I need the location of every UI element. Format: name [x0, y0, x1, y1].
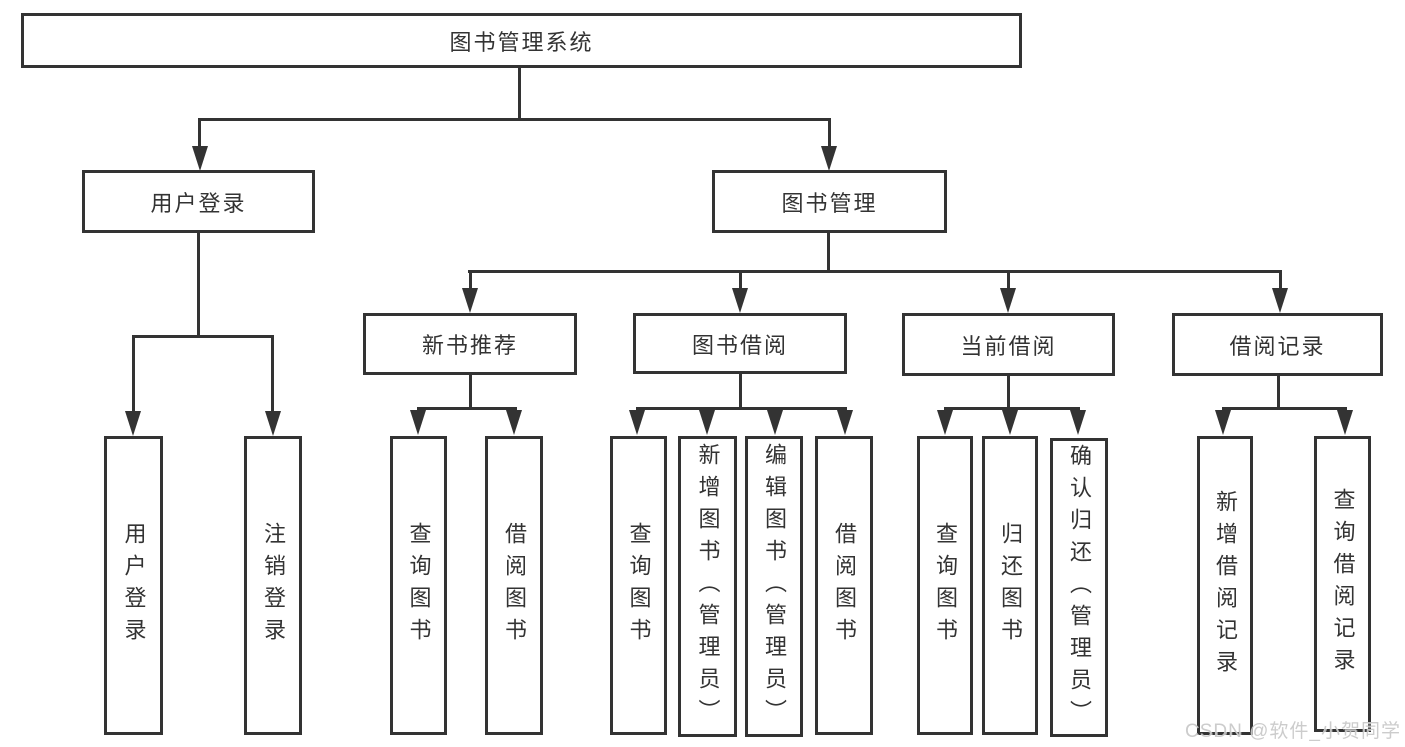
node-book-borrow-label: 图书借阅: [691, 332, 788, 358]
connector-book-stem-4: [1279, 270, 1282, 290]
node-root-label: 图书管理系统: [449, 29, 594, 55]
connector-book-stem-2: [739, 270, 742, 290]
connector-g3-vline: [739, 373, 742, 410]
leaf-query-borrow-record: 查询借阅记录: [1314, 436, 1371, 732]
node-current-borrow-label: 当前借阅: [960, 333, 1057, 359]
arrowhead-g3-1: [629, 410, 645, 435]
node-new-book-rec: 新书推荐: [363, 313, 577, 375]
arrowhead-g4-2: [1002, 410, 1018, 435]
leaf-query-book-current: 查询图书: [917, 436, 973, 735]
leaf-query-book-borrow-label: 查询图书: [626, 521, 652, 650]
leaf-confirm-return-admin: 确认归还（管理员）: [1050, 438, 1108, 737]
arrowhead-g3-3: [767, 410, 783, 435]
arrowhead-to-book-borrow: [732, 288, 748, 313]
connector-book-stem-1: [469, 270, 472, 290]
arrowhead-g3-2: [699, 410, 715, 435]
node-book-borrow: 图书借阅: [633, 313, 847, 374]
leaf-add-borrow-record: 新增借阅记录: [1197, 436, 1253, 735]
leaf-borrow-book: 借阅图书: [815, 436, 873, 735]
leaf-borrow-book-rec-label: 借阅图书: [502, 521, 527, 650]
arrowhead-to-leaf-logout: [265, 411, 281, 436]
connector-g5-vline: [1277, 375, 1280, 410]
connector-g2-hline: [417, 407, 517, 410]
connector-book-vline: [827, 231, 830, 272]
connector-user-vline: [197, 231, 200, 335]
leaf-add-book-admin-label: 新增图书（管理员）: [695, 442, 721, 731]
leaf-logout: 注销登录: [244, 436, 302, 735]
leaf-return-book: 归还图书: [982, 436, 1038, 735]
leaf-return-book-label: 归还图书: [998, 521, 1023, 650]
node-current-borrow: 当前借阅: [902, 313, 1115, 376]
connector-user-hline: [132, 335, 274, 338]
connector-root-vline: [518, 68, 521, 120]
leaf-edit-book-admin: 编辑图书（管理员）: [745, 436, 803, 737]
connector-g5-hline: [1222, 407, 1347, 410]
csdn-watermark: CSDN @软件_小贺同学: [1185, 721, 1401, 742]
leaf-borrow-book-rec: 借阅图书: [485, 436, 543, 735]
leaf-borrow-book-label: 借阅图书: [832, 521, 857, 650]
leaf-query-book-borrow: 查询图书: [610, 436, 667, 735]
arrowhead-g5-2: [1337, 410, 1353, 435]
leaf-query-borrow-record-label: 查询借阅记录: [1330, 488, 1356, 680]
node-root: 图书管理系统: [21, 13, 1022, 68]
arrowhead-g3-4: [837, 410, 853, 435]
connector-root-stem-right: [828, 118, 831, 150]
leaf-user-login: 用户登录: [104, 436, 163, 735]
leaf-edit-book-admin-label: 编辑图书（管理员）: [762, 442, 787, 731]
connector-user-stem-1: [132, 335, 135, 413]
node-new-book-rec-label: 新书推荐: [421, 333, 518, 358]
connector-g2-vline: [469, 374, 472, 410]
arrowhead-to-new-book-rec: [462, 288, 478, 313]
node-book-mgmt-label: 图书管理: [781, 190, 878, 216]
connector-g3-hline: [636, 407, 847, 410]
connector-user-stem-2: [271, 335, 274, 413]
arrowhead-g2-2: [506, 410, 522, 435]
leaf-query-book-current-label: 查询图书: [933, 521, 958, 650]
connector-book-hline: [468, 270, 1281, 273]
connector-book-stem-3: [1007, 270, 1010, 290]
arrowhead-to-current-borrow: [1000, 288, 1016, 313]
leaf-add-book-admin: 新增图书（管理员）: [678, 436, 737, 737]
connector-g4-hline: [944, 407, 1080, 410]
leaf-confirm-return-admin-label: 确认归还（管理员）: [1067, 443, 1092, 732]
arrowhead-to-borrow-records: [1272, 288, 1288, 313]
leaf-logout-label: 注销登录: [261, 521, 286, 650]
node-borrow-records-label: 借阅记录: [1229, 333, 1326, 359]
arrowhead-to-leaf-user-login: [125, 411, 141, 436]
connector-root-stem-left: [198, 118, 201, 150]
node-borrow-records: 借阅记录: [1172, 313, 1383, 376]
arrowhead-g4-1: [937, 410, 953, 435]
node-user-login-label: 用户登录: [150, 190, 247, 216]
leaf-add-borrow-record-label: 新增借阅记录: [1213, 489, 1238, 682]
arrowhead-g5-1: [1215, 410, 1231, 435]
leaf-user-login-label: 用户登录: [121, 521, 147, 650]
arrowhead-to-book-mgmt: [821, 146, 837, 171]
arrowhead-to-user-login: [192, 146, 208, 171]
arrowhead-g2-1: [410, 410, 426, 435]
node-book-mgmt: 图书管理: [712, 170, 947, 233]
leaf-query-book-rec: 查询图书: [390, 436, 447, 735]
connector-root-hline: [198, 118, 831, 121]
node-user-login: 用户登录: [82, 170, 315, 233]
arrowhead-g4-3: [1070, 410, 1086, 435]
connector-g4-vline: [1007, 375, 1010, 410]
leaf-query-book-rec-label: 查询图书: [406, 521, 432, 650]
